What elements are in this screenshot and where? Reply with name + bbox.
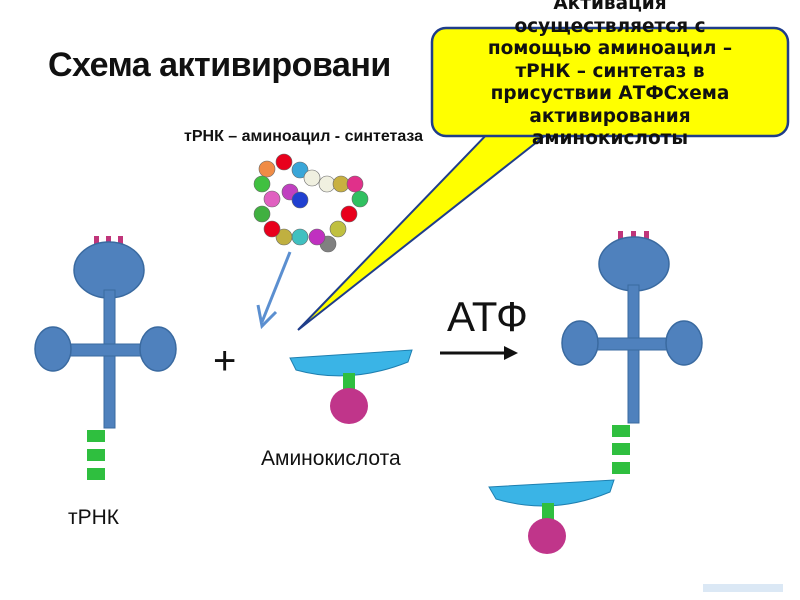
- trna-tail-3: [87, 468, 105, 480]
- callout-line: Активация: [553, 0, 667, 14]
- enzyme-bead: [253, 205, 271, 223]
- trna-left-loop: [34, 326, 72, 372]
- plus-sign: +: [213, 339, 237, 383]
- callout-text: Активация осуществляется с помощью амино…: [436, 0, 784, 170]
- trna-left: [34, 236, 177, 480]
- trna-right-loop: [139, 326, 177, 372]
- trna-top-loop: [598, 236, 670, 292]
- enzyme-bead: [275, 153, 293, 171]
- trna-left-loop: [561, 320, 599, 366]
- enzyme-label: тРНК – аминоацил - синтетаза: [184, 128, 424, 145]
- callout-line: осуществляется с: [514, 15, 706, 37]
- amino-head: [528, 518, 566, 554]
- enzyme-bead: [258, 160, 276, 178]
- enzyme-bead: [351, 190, 369, 208]
- callout-line: аминокислоты: [531, 128, 689, 149]
- enzyme-bead: [340, 205, 358, 223]
- enzyme-bead: [318, 175, 336, 193]
- trna-tail-1: [612, 425, 630, 437]
- enzyme-beads: [253, 153, 369, 253]
- reaction-arrow: [440, 346, 518, 360]
- enzyme-bead: [346, 175, 364, 193]
- enzyme-bead: [263, 220, 281, 238]
- reagent-label: АТФ: [447, 293, 528, 340]
- enzyme-bead: [291, 228, 309, 246]
- amino-cup: [289, 349, 413, 377]
- enzyme-bead: [275, 228, 293, 246]
- trna-stem: [627, 284, 640, 424]
- trna-right-loop: [665, 320, 703, 366]
- enzyme-bead: [291, 191, 309, 209]
- amino-stem: [542, 503, 554, 521]
- callout-line: присуствии АТФСхема: [490, 83, 730, 104]
- enzyme-bead: [291, 161, 309, 179]
- callout-box: [430, 26, 790, 138]
- trna-cap-3: [644, 231, 649, 244]
- enzyme-bead: [303, 169, 321, 187]
- callout-line: активирования: [529, 105, 691, 127]
- enzyme-bead: [329, 220, 347, 238]
- callout-line: помощью аминоацил –: [487, 38, 733, 59]
- enzyme-arrow: [256, 251, 292, 330]
- trna-cap-1: [618, 231, 623, 244]
- amino-head: [330, 388, 368, 424]
- enzyme-bead: [308, 228, 326, 246]
- corner-mark: [703, 584, 783, 592]
- amino-stem: [343, 373, 355, 391]
- amino-acid-label: Аминокислота: [261, 447, 401, 470]
- trna-right: [488, 231, 703, 554]
- amino-cup: [488, 479, 615, 507]
- enzyme-bead: [253, 175, 271, 193]
- trna-tail-1: [87, 430, 105, 442]
- slide-title: Схема активировани: [48, 46, 391, 84]
- trna-tail-2: [87, 449, 105, 461]
- enzyme-bead: [332, 175, 350, 193]
- enzyme-bead: [263, 190, 281, 208]
- trna-tail-3: [612, 462, 630, 474]
- callout-line: тРНК – синтетаз в: [515, 60, 705, 82]
- trna-tail-2: [612, 443, 630, 455]
- trna-label: тРНК: [68, 506, 120, 529]
- amino-acid: [289, 349, 413, 424]
- trna-stem: [103, 289, 116, 429]
